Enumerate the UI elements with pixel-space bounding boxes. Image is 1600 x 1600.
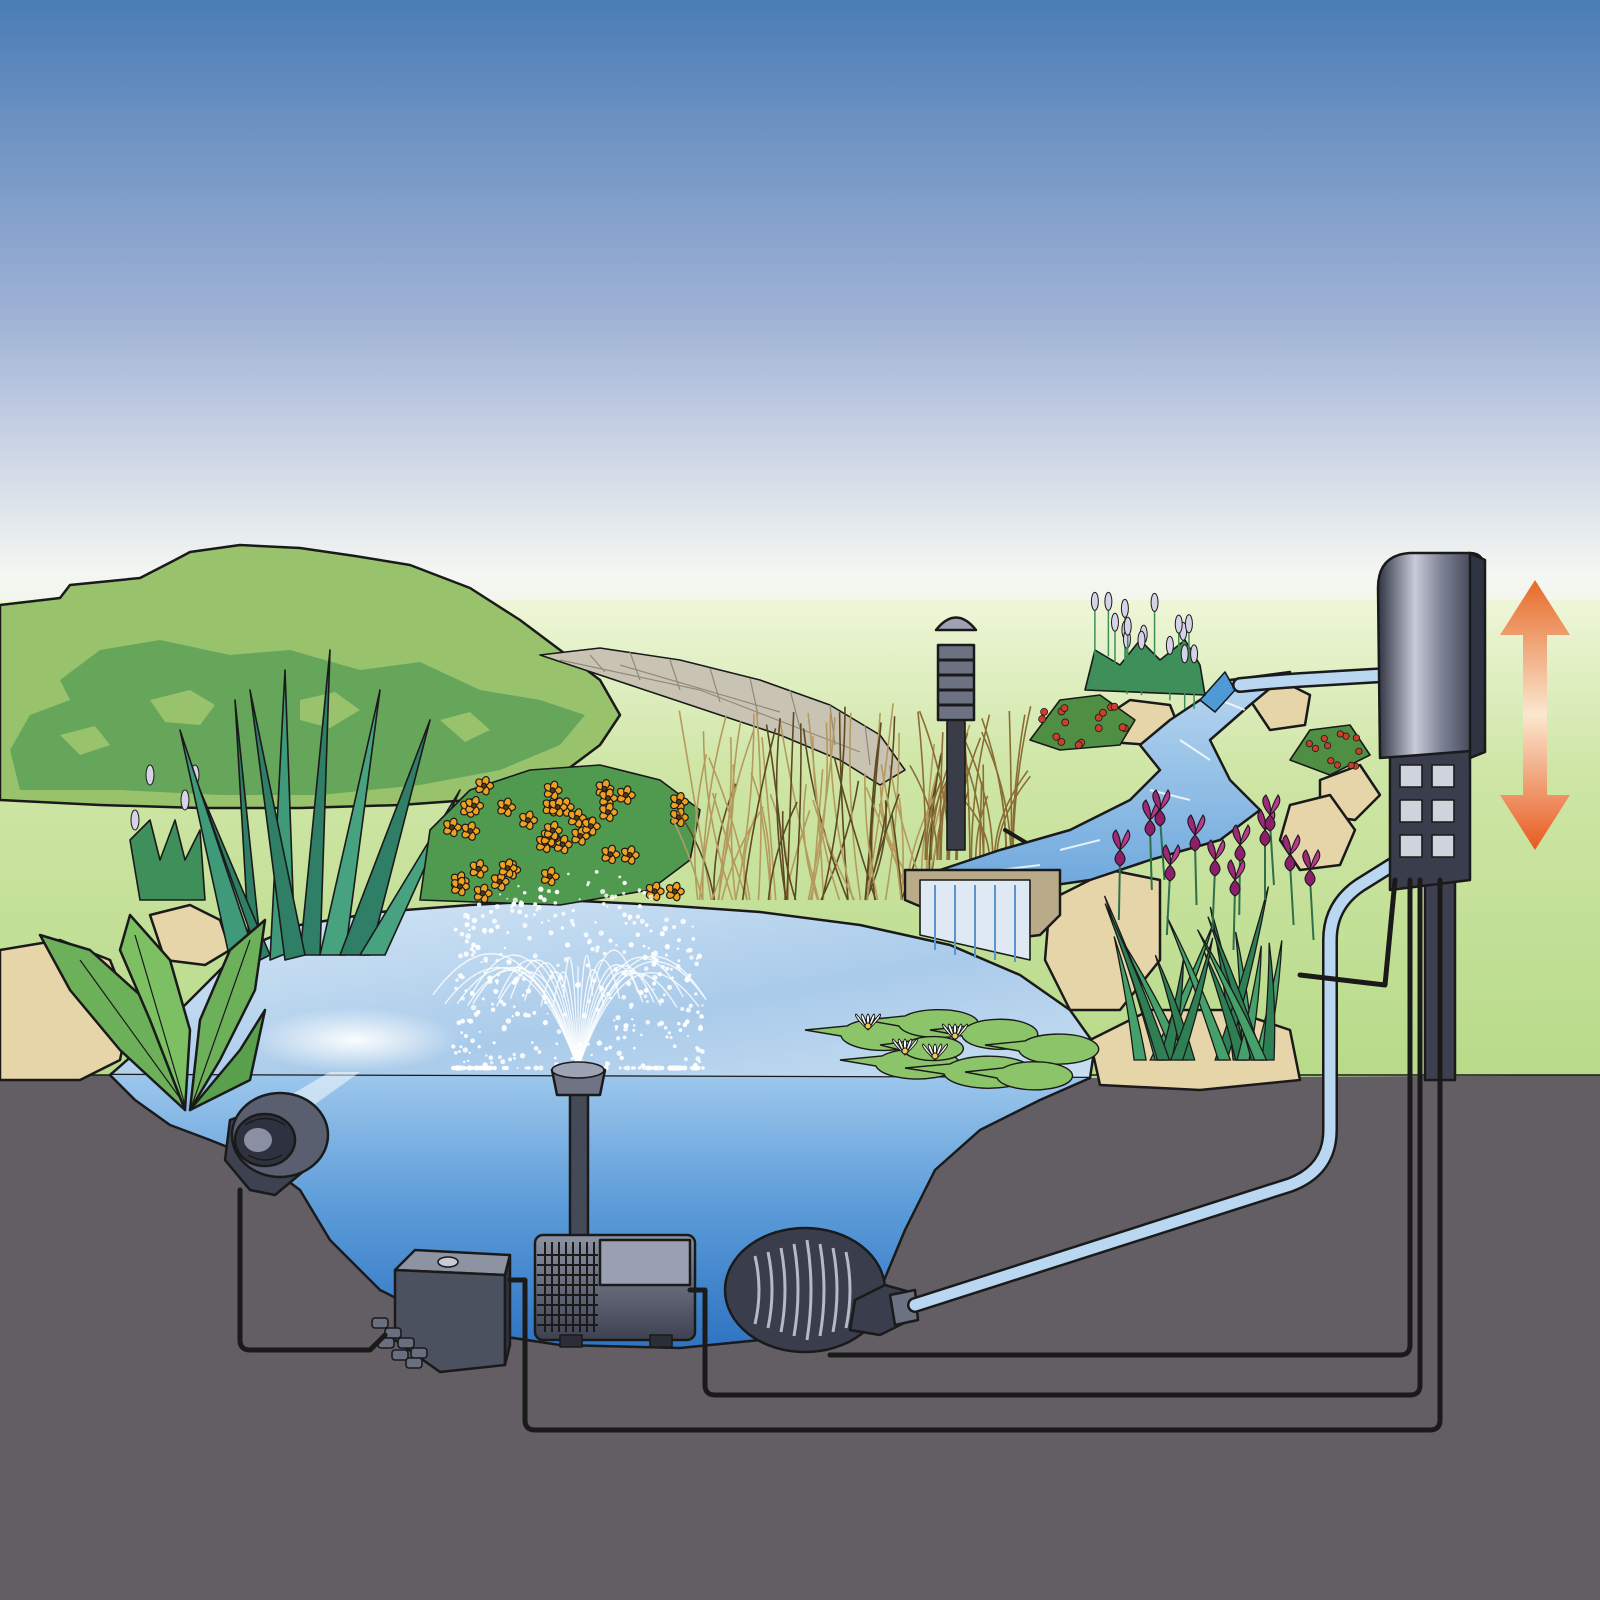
transformer-box-icon [371, 1248, 512, 1374]
water-lily-icon [804, 1008, 1100, 1091]
fountain-nozzle [550, 1061, 607, 1242]
water-hose [907, 667, 1408, 1313]
broadleaf-plant [38, 913, 267, 1112]
red-flowers-right [1029, 694, 1371, 776]
reed-grass [671, 703, 1032, 901]
water-fountain-icon [432, 869, 707, 1071]
marigold-flowers [419, 764, 701, 906]
vertical-double-arrow-icon [1500, 580, 1570, 850]
garden-lamp-icon [934, 616, 1032, 851]
fountain-pump-icon [533, 1233, 697, 1348]
spotlight-icon [223, 1091, 330, 1197]
power-cables [237, 877, 1443, 1433]
garden-hill [0, 543, 622, 810]
magenta-iris-plant [1103, 789, 1321, 1061]
lavender-right [1084, 591, 1206, 709]
light-beam [250, 1008, 460, 1072]
power-control-unit-icon [1376, 551, 1487, 1082]
